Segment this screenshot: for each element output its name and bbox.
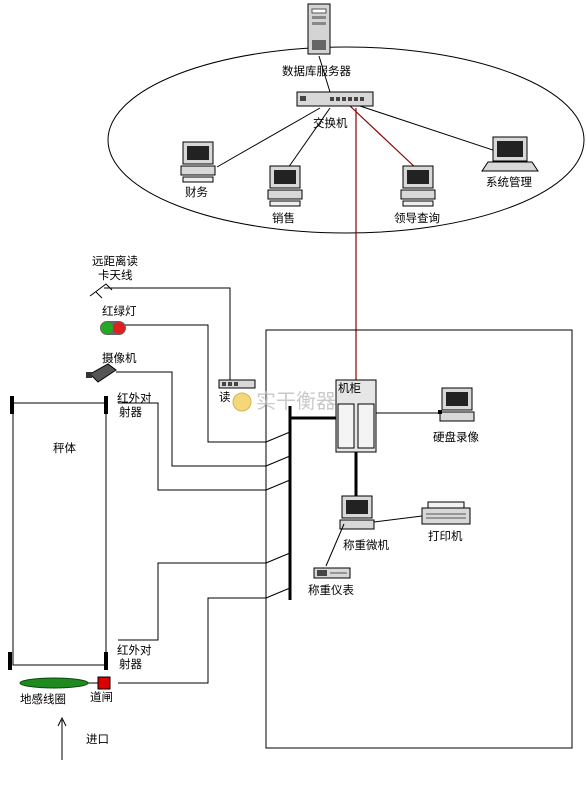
ground-loop-icon — [19, 677, 89, 689]
reader-icon — [218, 379, 256, 389]
printer-icon — [421, 501, 471, 525]
switch-icon — [296, 91, 374, 107]
system-admin-laptop-icon — [481, 136, 539, 172]
leader-query-label: 领导查询 — [394, 211, 440, 225]
weighing-indicator-label: 称重仪表 — [308, 583, 354, 597]
printer-label: 打印机 — [428, 529, 463, 543]
infrared-top-label-line2: 射器 — [119, 405, 142, 419]
ground-loop-label: 地感线圈 — [20, 692, 66, 706]
barrier-gate-icon — [97, 676, 111, 690]
pc-to-printer — [373, 515, 423, 523]
traffic-light-label: 红绿灯 — [102, 304, 137, 318]
cabinet-label: 机柜 — [338, 381, 361, 395]
infrared-sensor-icon — [8, 396, 108, 670]
traffic-light-icon — [100, 321, 126, 335]
antenna-icon — [89, 283, 113, 299]
finance-label: 财务 — [185, 185, 208, 199]
sales-label: 销售 — [272, 211, 295, 225]
server-label: 数据库服务器 — [282, 64, 351, 78]
infrared-bottom-label-line2: 射器 — [119, 657, 142, 671]
watermark-text: 实干衡器 — [256, 389, 336, 413]
control-room-box — [265, 329, 573, 749]
network-links — [216, 55, 524, 169]
camera-icon — [86, 363, 117, 383]
red-links — [349, 105, 419, 380]
finance-computer-icon — [180, 141, 216, 183]
sales-computer-icon — [267, 165, 303, 207]
leader-query-computer-icon — [400, 165, 436, 207]
network-ellipse — [107, 46, 585, 234]
reader-label: 读 — [219, 390, 231, 404]
cabinet-icon — [335, 379, 377, 453]
weighing-indicator-icon — [313, 567, 351, 579]
dvr-label: 硬盘录像 — [433, 430, 479, 444]
antenna-label-line1: 远距离读 — [92, 254, 138, 268]
weighing-pc-label: 称重微机 — [343, 538, 389, 552]
weighing-computer-icon — [339, 495, 375, 530]
barrier-label: 道闸 — [90, 690, 113, 704]
infrared-bottom-label-line1: 红外对 — [117, 643, 152, 657]
watermark: 实干衡器 — [232, 389, 336, 413]
field-wires — [104, 287, 291, 684]
scale-body — [12, 402, 107, 666]
antenna-label-line2: 卡天线 — [98, 268, 133, 282]
scale-body-label: 秤体 — [53, 441, 76, 455]
switch-label: 交换机 — [313, 116, 348, 130]
entrance-label: 进口 — [86, 732, 109, 746]
infrared-top-label-line1: 红外对 — [117, 391, 152, 405]
system-admin-label: 系统管理 — [486, 175, 532, 189]
pc-to-indicator — [325, 523, 345, 567]
entrance-arrow-icon — [57, 716, 67, 760]
camera-label: 摄像机 — [102, 351, 137, 365]
dvr-computer-icon — [438, 387, 475, 422]
database-server-icon — [307, 3, 331, 55]
